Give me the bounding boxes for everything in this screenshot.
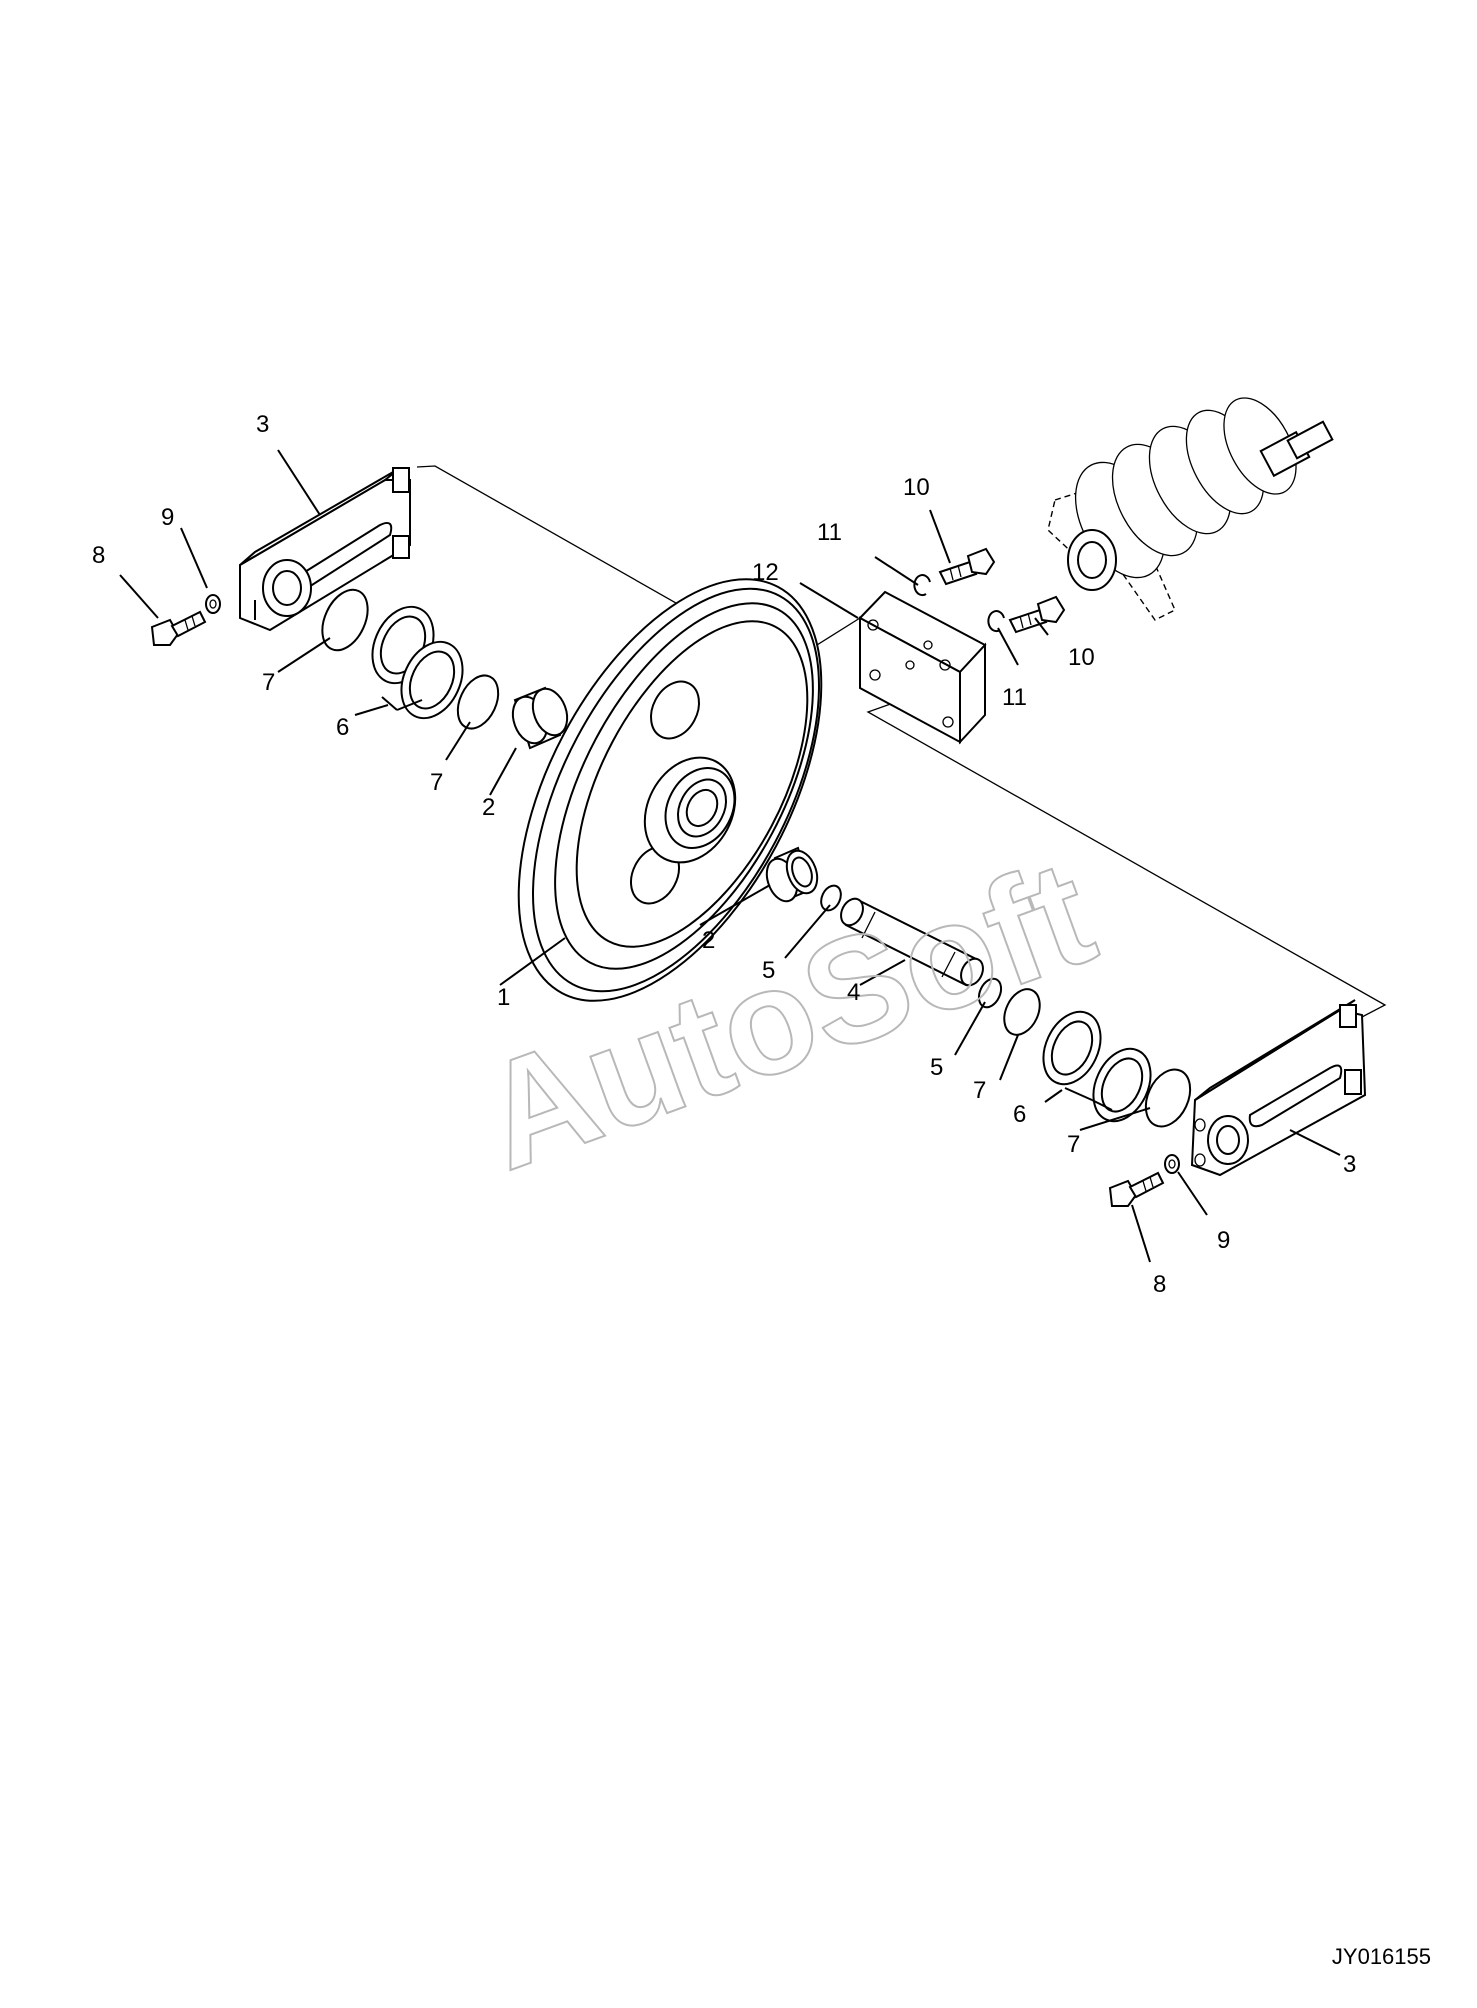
left-washer	[205, 594, 221, 614]
upper-spring-washer	[913, 574, 931, 597]
idler-wheel	[517, 578, 823, 1002]
callout-11-upper: 11	[817, 519, 842, 546]
callout-8-left: 8	[92, 542, 105, 569]
lower-plate-bolt	[1008, 595, 1066, 634]
right-o-ring-inner	[1003, 988, 1041, 1036]
callout-4: 4	[847, 979, 860, 1006]
callout-7-left-outer: 7	[262, 669, 275, 696]
callout-7-right-outer: 7	[1067, 1131, 1080, 1158]
right-bolt	[1108, 1171, 1165, 1207]
callout-2-left: 2	[482, 794, 495, 821]
left-yoke	[239, 467, 411, 632]
callout-2-right: 2	[702, 927, 715, 954]
idler-shaft	[840, 897, 984, 987]
callout-11-lower: 11	[1002, 684, 1027, 711]
callout-10-upper: 10	[903, 474, 930, 501]
left-bushing	[511, 686, 569, 750]
callout-9-right: 9	[1217, 1227, 1230, 1254]
lower-spring-washer	[987, 610, 1005, 633]
right-floating-seal-pair	[1042, 1010, 1152, 1123]
left-bolt	[150, 610, 207, 646]
shaft-o-ring-right	[977, 977, 1003, 1009]
callout-10-lower: 10	[1068, 644, 1095, 671]
callout-9-left: 9	[161, 504, 174, 531]
callout-7-right-inner: 7	[973, 1077, 986, 1104]
callout-6-right: 6	[1013, 1101, 1026, 1128]
callout-1: 1	[497, 984, 510, 1011]
right-yoke	[1190, 999, 1367, 1177]
callouts: 1 2 2 3 3 4 5 5 6 6 7 7 7 7 8 8 9 9 10 1…	[92, 411, 1356, 1298]
left-floating-seal-pair	[371, 605, 464, 720]
callout-5-lower: 5	[930, 1054, 943, 1081]
callout-5-upper: 5	[762, 957, 775, 984]
callout-8-right: 8	[1153, 1271, 1166, 1298]
callout-3-right: 3	[1343, 1151, 1356, 1178]
callout-12: 12	[752, 559, 779, 586]
callout-6-left: 6	[336, 714, 349, 741]
upper-plate-bolt	[938, 547, 996, 586]
right-o-ring-outer	[1144, 1068, 1192, 1128]
mounting-plate	[858, 590, 987, 745]
leader-lines	[119, 449, 1341, 1263]
right-washer	[1164, 1154, 1180, 1174]
recoil-spring-ghost	[1047, 397, 1334, 621]
drawing-code: JY016155	[1331, 1944, 1431, 1969]
right-bushing	[765, 846, 819, 903]
callout-3-left: 3	[256, 411, 269, 438]
callout-7-left-inner: 7	[430, 769, 443, 796]
left-o-ring-outer	[321, 588, 369, 652]
